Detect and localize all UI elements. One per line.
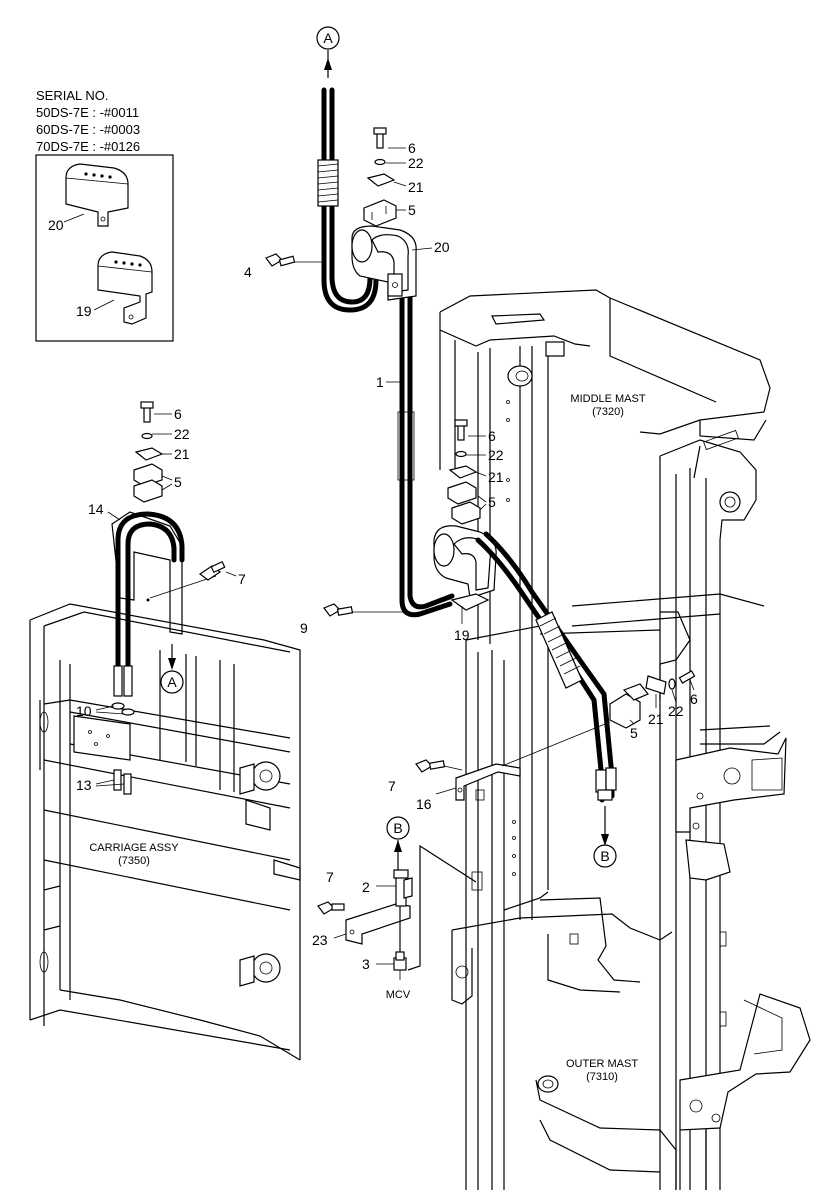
callout-b-right: B — [593, 806, 617, 868]
outer-mast-code: (7310) — [586, 1071, 618, 1083]
label-10: 10 — [76, 703, 92, 719]
label-21-left: 21 — [174, 446, 190, 462]
bolt-9 — [323, 603, 404, 617]
left-clamp-stack — [133, 401, 164, 503]
middle-mast-code: (7320) — [592, 406, 624, 418]
middle-mast-label: MIDDLE MAST — [570, 393, 645, 405]
callout-a-left: A — [160, 644, 184, 694]
part-number-labels: 6 22 21 5 20 4 1 6 22 21 5 9 19 6 22 21 … — [76, 140, 698, 972]
upper-sheave-bracket — [351, 225, 417, 301]
hose-spring-guard-upper — [317, 159, 339, 207]
right-clamp-stack — [609, 670, 696, 729]
label-6-middle: 6 — [488, 428, 496, 444]
bolt-7-left — [198, 560, 226, 581]
label-22-upper: 22 — [408, 155, 424, 171]
mcv-label: MCV — [386, 989, 411, 1001]
label-21-middle: 21 — [488, 469, 504, 485]
label-7-right: 7 — [388, 778, 396, 794]
label-9: 9 — [300, 620, 308, 636]
label-7-mcv: 7 — [326, 869, 334, 885]
serial-number-block: SERIAL NO. 50DS-7E : -#0011 60DS-7E : -#… — [36, 88, 140, 154]
hose-spring-guard-lower — [535, 611, 583, 689]
label-21-upper: 21 — [408, 179, 424, 195]
label-6-upper: 6 — [408, 140, 416, 156]
outer-mast-right-upright — [539, 429, 787, 1190]
outer-mast-frame — [451, 625, 811, 1190]
callout-b-right-letter: B — [600, 848, 609, 864]
callout-b-bottom-letter: B — [393, 820, 402, 836]
label-5-right: 5 — [630, 725, 638, 741]
assembly-labels: MIDDLE MAST (7320) OUTER MAST (7310) CAR… — [89, 393, 645, 1083]
outer-mast-label: OUTER MAST — [566, 1058, 638, 1070]
label-20: 20 — [434, 239, 450, 255]
lower-hose-run — [475, 531, 617, 803]
label-6-right: 6 — [690, 691, 698, 707]
label-13: 13 — [76, 777, 92, 793]
callout-b-bottom: B — [386, 816, 410, 870]
label-3: 3 — [362, 956, 370, 972]
callout-a-left-letter: A — [167, 674, 177, 690]
bolt-7-mcv — [317, 901, 345, 915]
label-2: 2 — [362, 879, 370, 895]
upper-hose-loop — [317, 87, 455, 618]
label-5-middle: 5 — [488, 494, 496, 510]
label-19: 19 — [454, 627, 470, 643]
inset-bracket-20 — [63, 163, 129, 227]
label-1: 1 — [376, 374, 384, 390]
label-5-left: 5 — [174, 474, 182, 490]
serial-line-50ds: 50DS-7E : -#0011 — [36, 105, 139, 120]
serial-heading: SERIAL NO. — [36, 88, 108, 103]
inset-label-20: 20 — [48, 217, 64, 233]
left-hose-bracket — [111, 511, 217, 697]
serial-line-60ds: 60DS-7E : -#0003 — [36, 122, 140, 137]
label-14: 14 — [88, 501, 104, 517]
mcv-bracket-23 — [345, 844, 483, 980]
callout-a-top: A — [316, 26, 340, 78]
serial-inset-box: 20 19 — [35, 154, 174, 342]
carriage-assy-label: CARRIAGE ASSY — [89, 842, 179, 854]
bolt-4 — [265, 253, 324, 267]
label-4: 4 — [244, 264, 252, 280]
bolt-7-right — [415, 759, 463, 773]
bracket-16 — [455, 721, 611, 801]
label-21-right: 21 — [648, 711, 664, 727]
label-6-left: 6 — [174, 406, 182, 422]
middle-clamp-stack — [447, 419, 481, 525]
carriage-assy — [29, 603, 301, 1061]
label-7-left: 7 — [238, 571, 246, 587]
serial-line-70ds: 70DS-7E : -#0126 — [36, 139, 140, 154]
label-23: 23 — [312, 932, 328, 948]
label-22-left: 22 — [174, 426, 190, 442]
carriage-roller-upper — [239, 761, 281, 795]
label-22-right: 22 — [668, 703, 684, 719]
upper-clamp-stack — [363, 127, 397, 227]
label-22-middle: 22 — [488, 447, 504, 463]
label-5-upper: 5 — [408, 202, 416, 218]
label-16: 16 — [416, 796, 432, 812]
middle-mast — [439, 289, 771, 920]
inset-label-19: 19 — [76, 303, 92, 319]
inset-bracket-19 — [93, 251, 153, 325]
carriage-roller-lower — [239, 953, 281, 987]
callout-a-top-letter: A — [323, 30, 333, 46]
carriage-assy-code: (7350) — [118, 855, 150, 867]
